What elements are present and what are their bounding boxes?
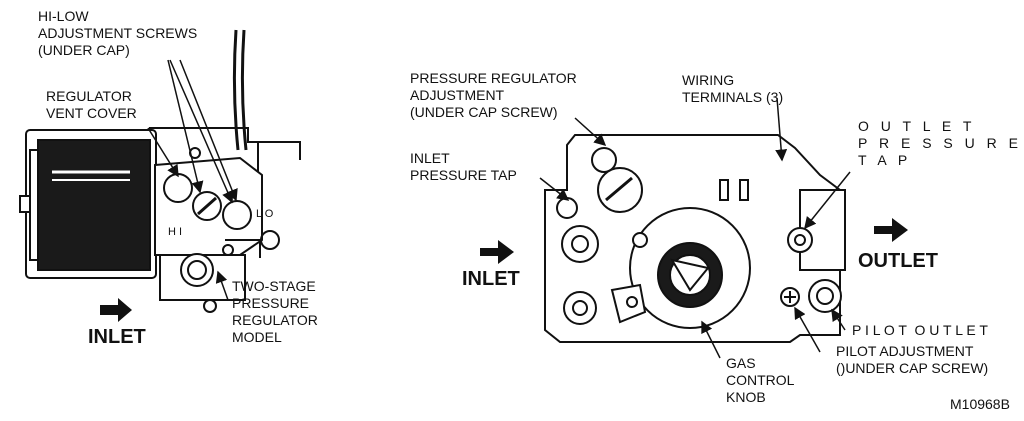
right-valve-body — [544, 134, 846, 343]
wiring-terminals-label: WIRING TERMINALS (3) — [682, 72, 784, 105]
right-outlet-arrow — [874, 218, 908, 242]
left-leaders — [147, 59, 238, 301]
regulator-vent-label: REGULATOR VENT COVER — [46, 88, 137, 121]
hilow-screws-label: HI-LOW ADJUSTMENT SCREWS (UNDER CAP) — [38, 8, 198, 58]
right-inlet-label: INLET — [462, 268, 520, 290]
right-leaders — [539, 97, 851, 359]
pilot-adjustment-label: PILOT ADJUSTMENT ()UNDER CAP SCREW) — [836, 343, 989, 376]
left-valve-body — [19, 29, 301, 313]
outlet-label: OUTLET — [858, 250, 938, 272]
inlet-pressure-tap-label: INLET PRESSURE TAP — [410, 150, 517, 183]
pressure-regulator-label: PRESSURE REGULATOR ADJUSTMENT (UNDER CAP… — [410, 70, 577, 120]
lo-label: L O — [256, 208, 274, 220]
right-inlet-arrow — [480, 240, 514, 264]
hi-label: H I — [168, 226, 183, 238]
pilot-outlet-label: P I L O T O U T L E T — [852, 322, 988, 338]
figure-id: M10968B — [950, 396, 1010, 412]
outlet-pressure-tap-label: O U T L E T P R E S S U R E T A P — [858, 118, 1022, 168]
left-inlet-label: INLET — [88, 326, 146, 348]
left-inlet-arrow — [100, 298, 132, 322]
gas-control-knob-label: GAS CONTROL KNOB — [726, 355, 795, 405]
two-stage-model-label: TWO-STAGE PRESSURE REGULATOR MODEL — [232, 278, 318, 345]
